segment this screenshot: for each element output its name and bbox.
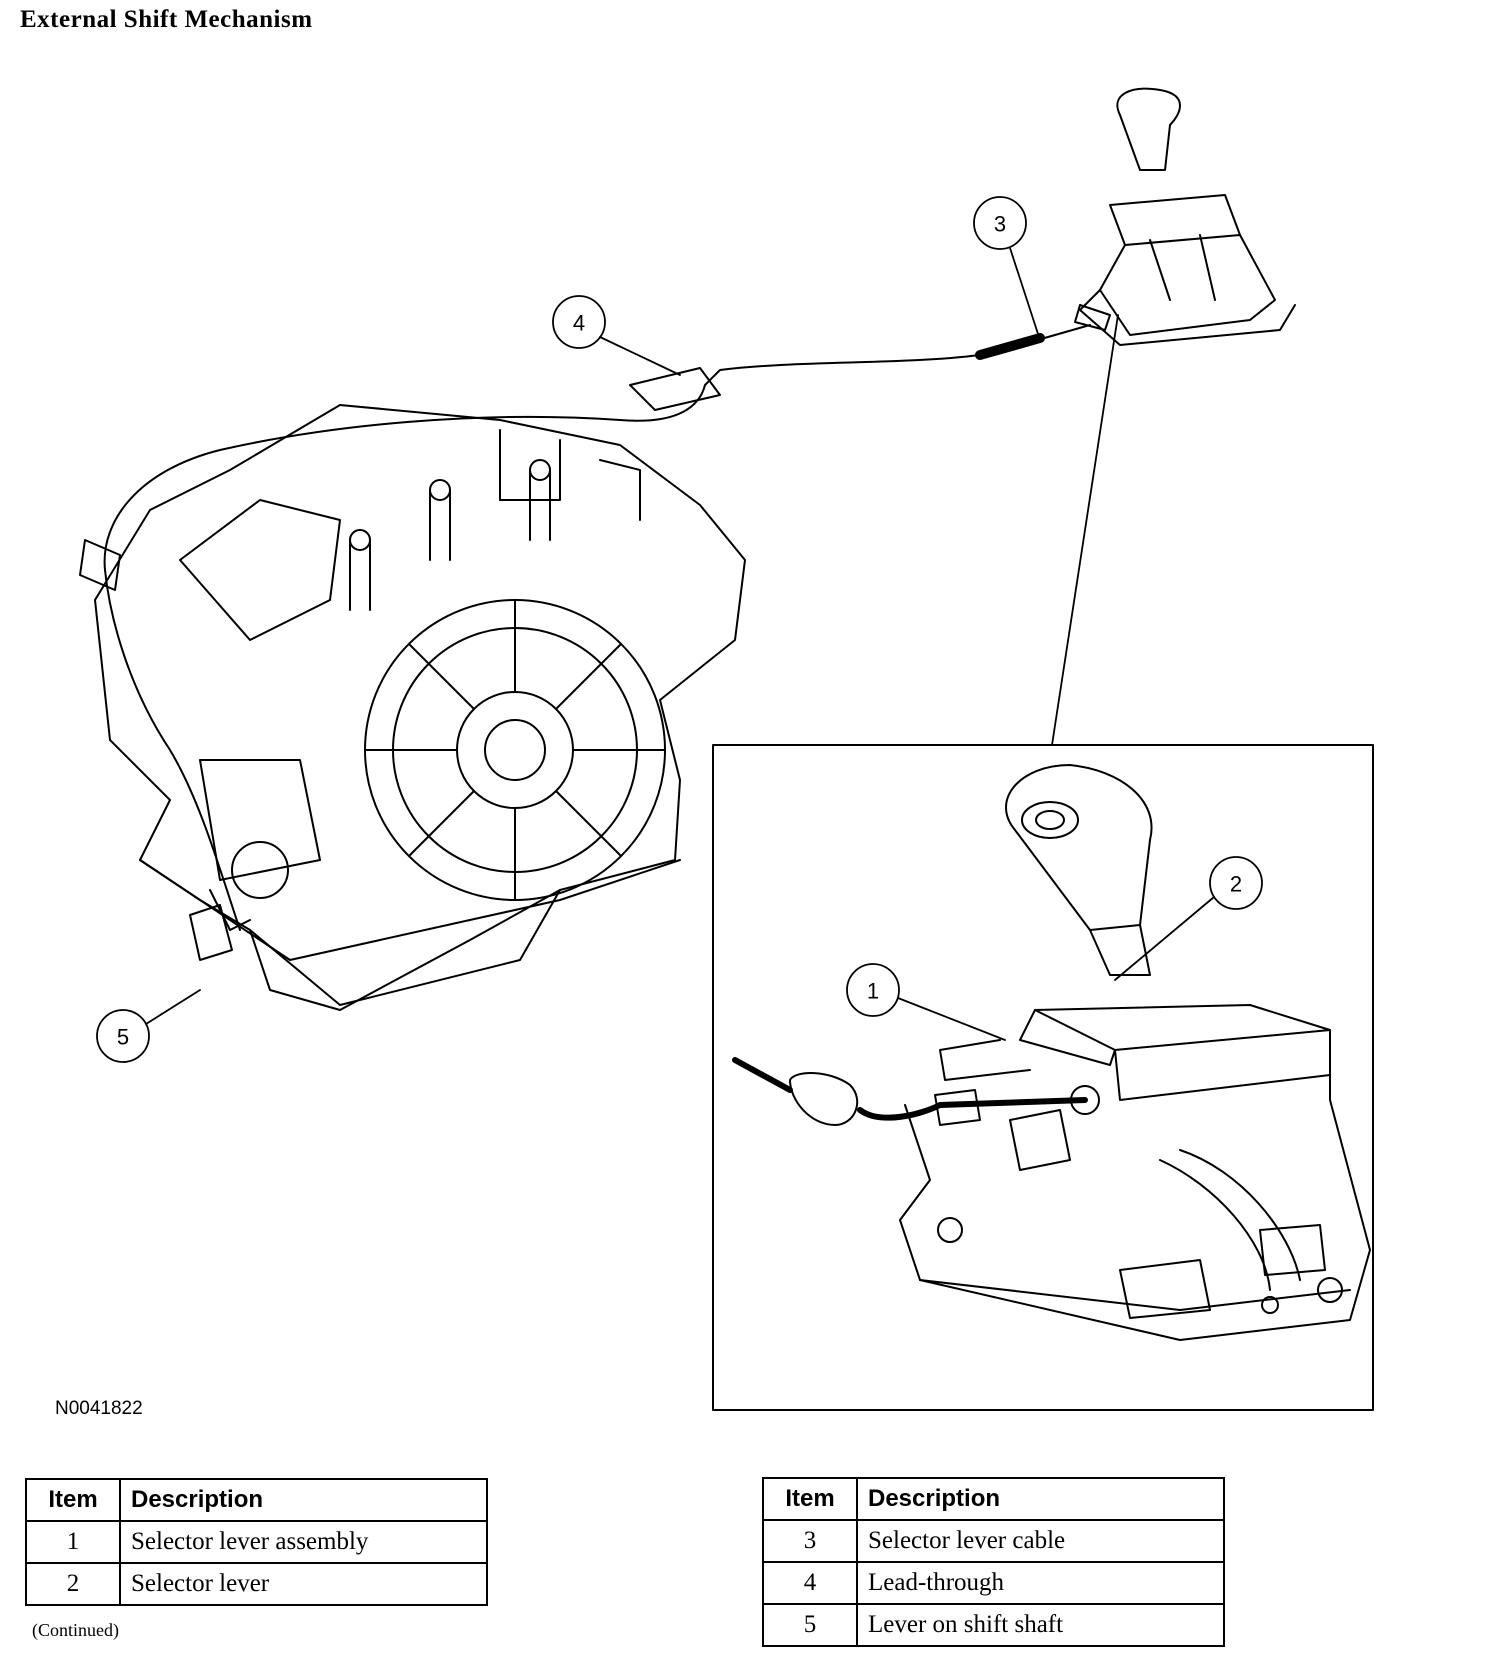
item-number: 3: [762, 1519, 858, 1563]
item-description: Selector lever cable: [856, 1519, 1225, 1563]
column-header-item: Item: [25, 1478, 121, 1522]
legend-table-left: Item Description 1 Selector lever assemb…: [25, 1478, 488, 1606]
table-header-row: Item Description: [762, 1477, 1225, 1521]
item-number: 1: [25, 1520, 121, 1564]
item-description: Selector lever assembly: [119, 1520, 488, 1564]
callout-circles: [96, 196, 1263, 1063]
column-header-description: Description: [856, 1477, 1225, 1521]
legend-table-right: Item Description 3 Selector lever cable …: [762, 1477, 1225, 1647]
detail-view-frame: [712, 744, 1374, 1411]
table-row: 5 Lever on shift shaft: [762, 1603, 1225, 1647]
callout-label: 5: [117, 1025, 129, 1050]
item-description: Lever on shift shaft: [856, 1603, 1225, 1647]
item-description: Lead-through: [856, 1561, 1225, 1605]
column-header-item: Item: [762, 1477, 858, 1521]
table-row: 3 Selector lever cable: [762, 1519, 1225, 1563]
detail-cable-drawing: [732, 1057, 1088, 1126]
page-title: External Shift Mechanism: [20, 6, 313, 33]
item-number: 2: [25, 1562, 121, 1606]
item-number: 5: [762, 1603, 858, 1647]
callout-label: 3: [994, 212, 1006, 237]
figure-id: N0041822: [55, 1398, 143, 1419]
shift-mechanism-illustration: 1 2 3 4 5: [79, 87, 1374, 1411]
item-description: Selector lever: [119, 1562, 488, 1606]
callout-label: 2: [1230, 872, 1242, 897]
callout-label: 4: [573, 311, 585, 336]
table-row: 2 Selector lever: [25, 1562, 488, 1606]
callout-label: 1: [867, 979, 879, 1004]
table-header-row: Item Description: [25, 1478, 488, 1522]
table-row: 4 Lead-through: [762, 1561, 1225, 1605]
table-row: 1 Selector lever assembly: [25, 1520, 488, 1564]
detail-leader-line: [1051, 314, 1119, 746]
transmission-drawing: [94, 404, 746, 1011]
column-header-description: Description: [119, 1478, 488, 1522]
continued-note: (Continued): [32, 1620, 119, 1640]
item-number: 4: [762, 1561, 858, 1605]
shifter-assembly-drawing: [1074, 87, 1296, 346]
detail-shifter-drawing: [899, 764, 1371, 1341]
